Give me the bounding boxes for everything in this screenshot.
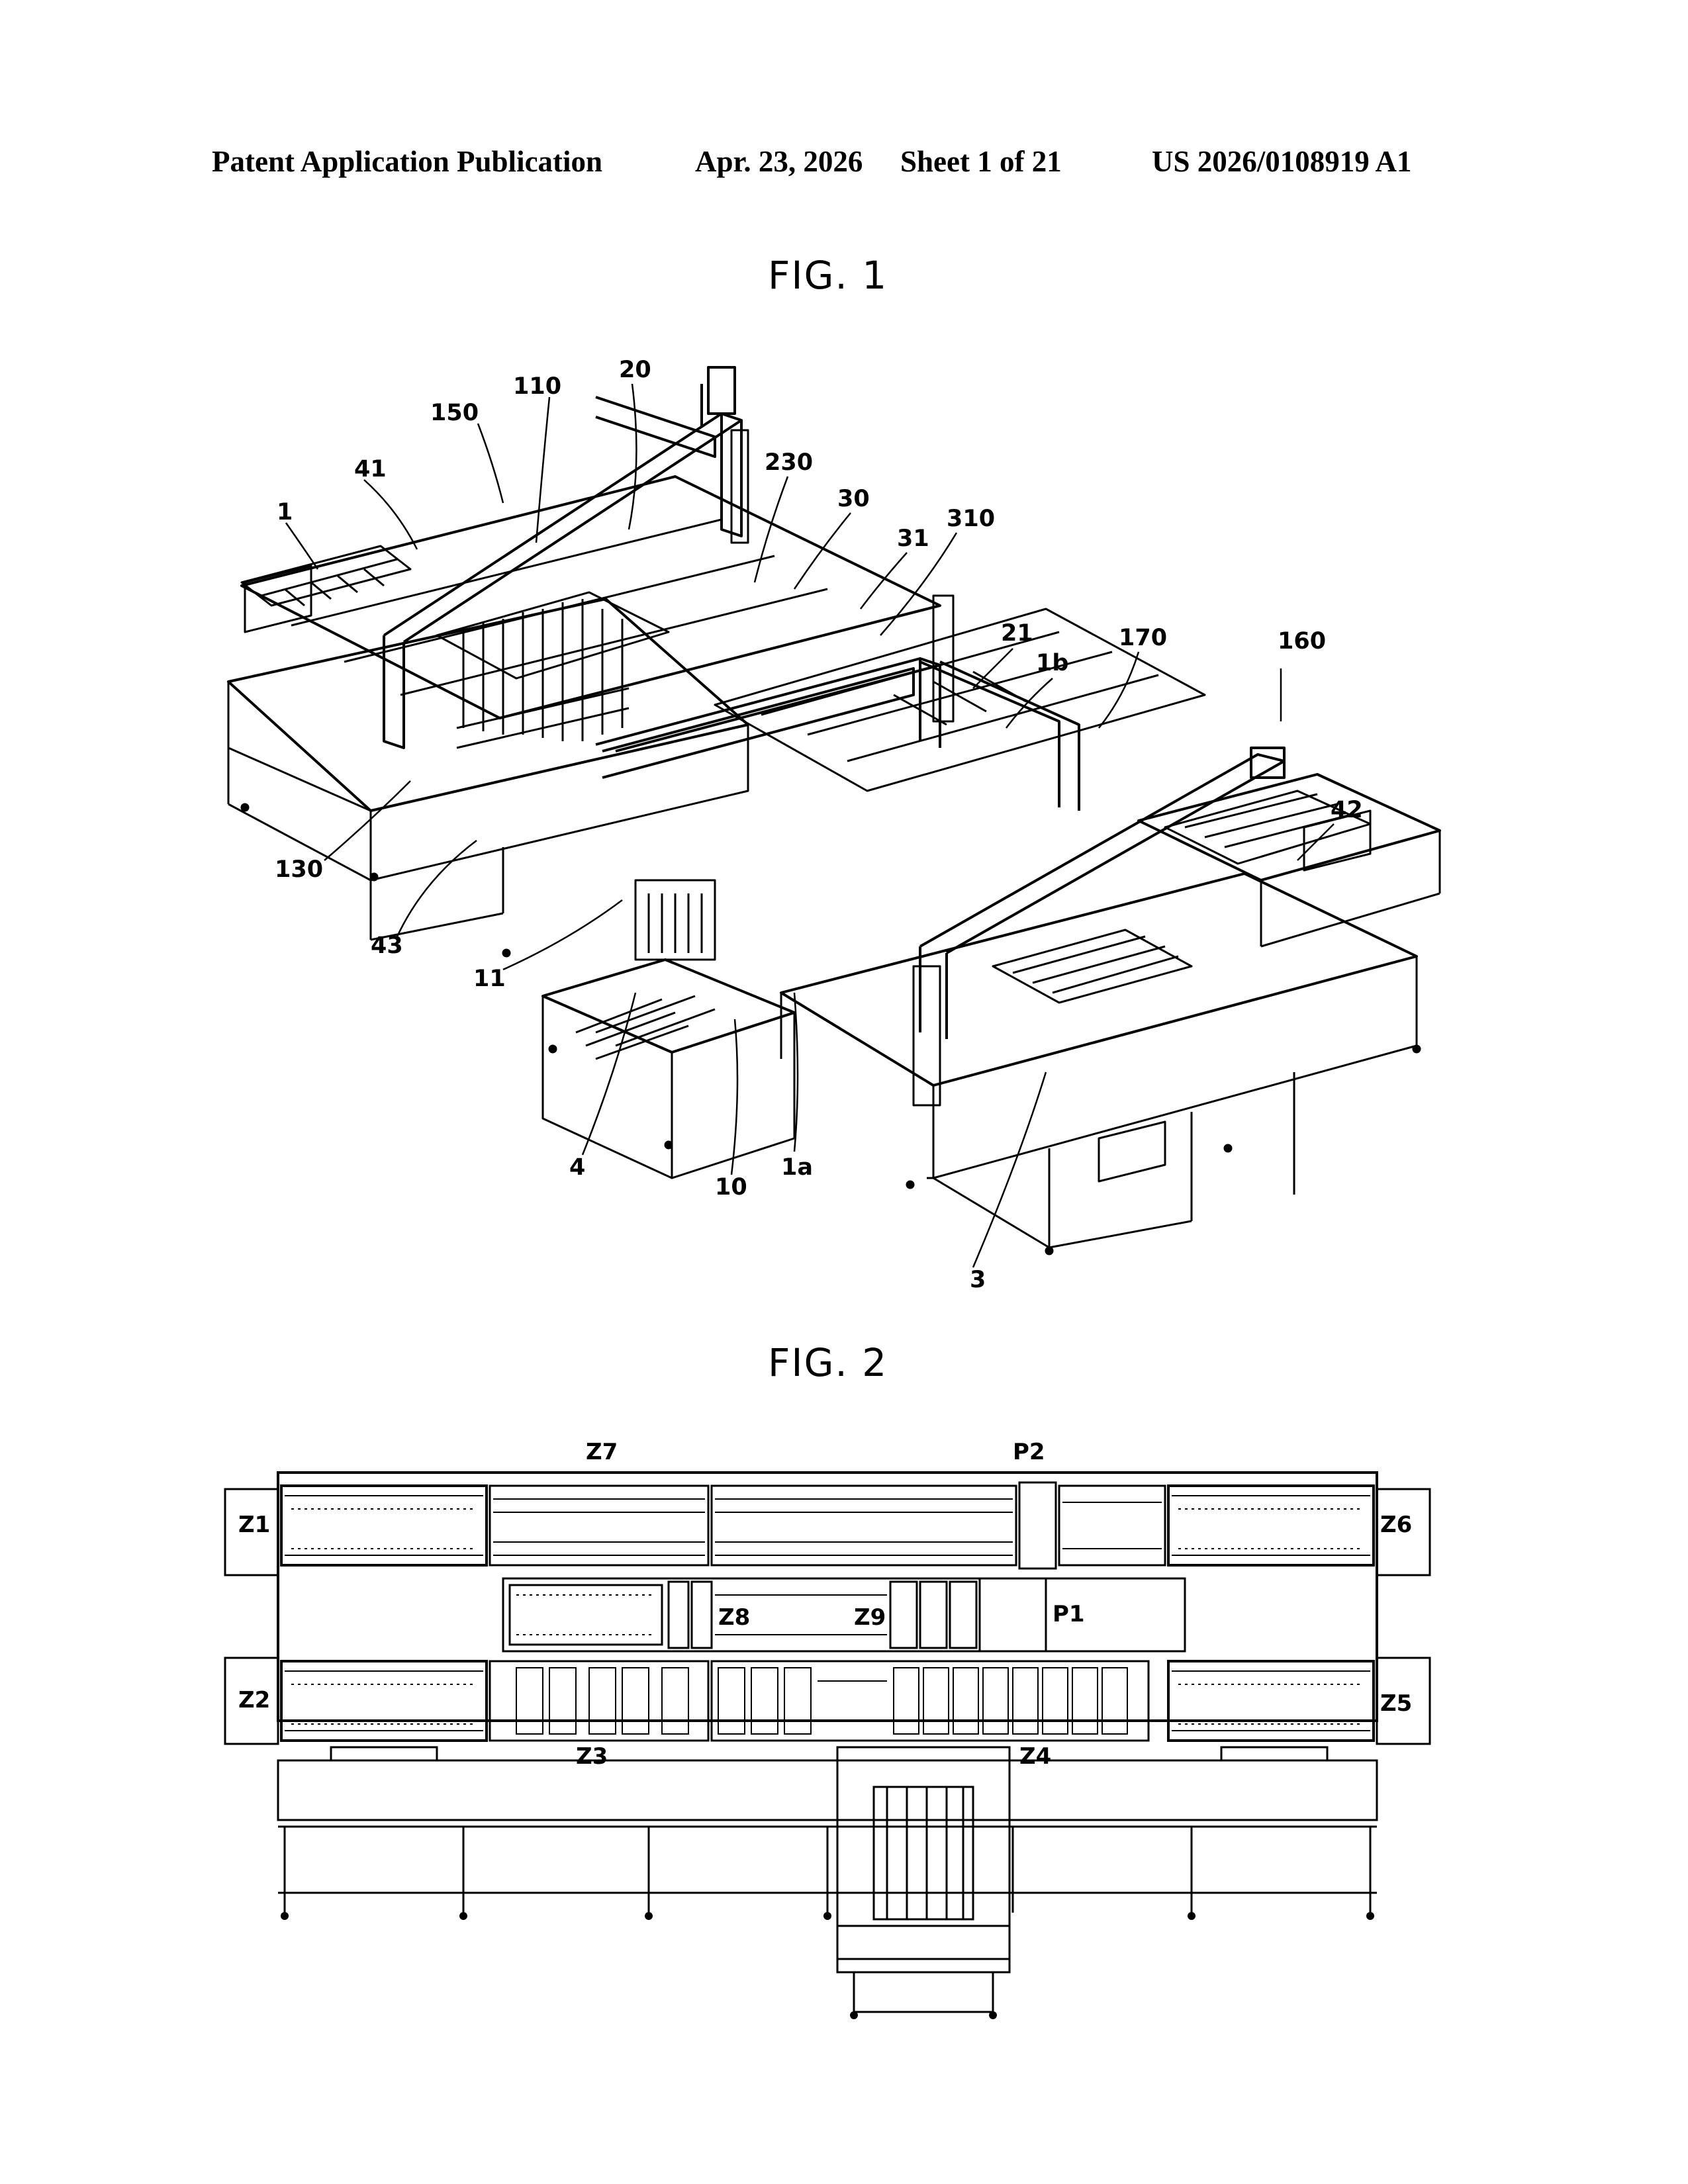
fig2-label: Z2	[238, 1687, 270, 1713]
plan-feet	[281, 1912, 1374, 2019]
fig2-label: Z8	[718, 1604, 750, 1631]
plan-feeder	[837, 1747, 1009, 2012]
zone-z7	[490, 1486, 708, 1565]
zone-z2	[281, 1661, 487, 1741]
zone-p1	[980, 1578, 1046, 1651]
fig2-label: Z6	[1380, 1512, 1412, 1538]
plan-frame	[278, 1473, 1377, 1721]
zone-z5	[1168, 1661, 1374, 1741]
zone-p2	[1019, 1482, 1056, 1569]
fig2-label: Z9	[854, 1604, 886, 1631]
fig2-label: Z5	[1380, 1690, 1412, 1717]
fig2-label: P1	[1053, 1601, 1085, 1627]
fig2-label: Z3	[576, 1743, 608, 1770]
fig2-label: Z7	[586, 1439, 618, 1465]
zone-z8	[510, 1585, 662, 1645]
zone-z3	[490, 1661, 708, 1741]
zone-z6	[1168, 1486, 1374, 1565]
fig2-label: P2	[1013, 1439, 1045, 1465]
zone-z1	[281, 1486, 487, 1565]
fig2-label: Z4	[1019, 1743, 1051, 1770]
plan-base	[278, 1747, 1377, 1913]
fig2-label: Z1	[238, 1512, 270, 1538]
